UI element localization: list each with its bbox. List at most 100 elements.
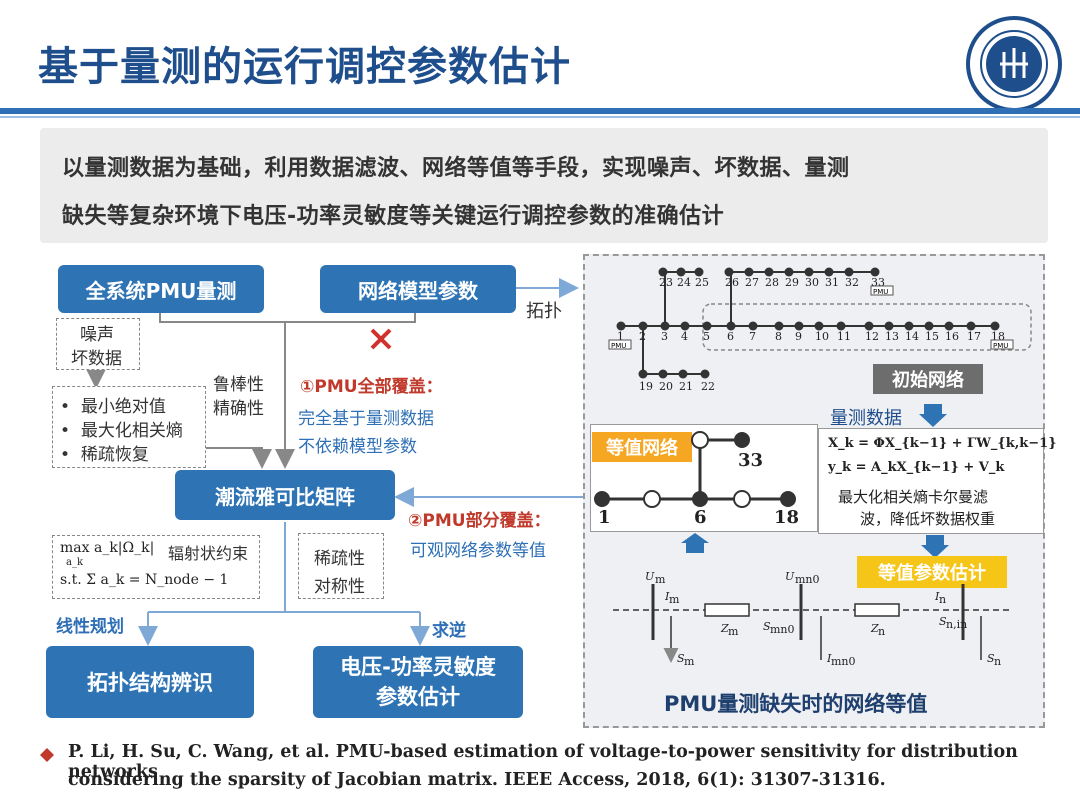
bus-node-7-label: 7 — [749, 330, 756, 343]
sensitivity-line-2: 参数估计 — [376, 685, 460, 709]
bus-node-22-label: 22 — [701, 380, 715, 393]
network-equivalence-caption: PMU量测缺失时的网络等值 — [664, 692, 928, 716]
sensitivity-line-1: 电压-功率灵敏度 — [340, 655, 496, 679]
title-divider — [0, 108, 1080, 114]
pmu-tag-label: PMU — [611, 342, 626, 350]
svg-text:S: S — [677, 652, 685, 665]
svg-text:n: n — [994, 655, 1001, 668]
method-item: • 最大化相关熵 — [60, 421, 183, 441]
bus-node-24-label: 24 — [677, 276, 691, 289]
eq-node-18 — [780, 491, 796, 507]
bus-node-17 — [966, 321, 976, 331]
eq-node-6 — [692, 491, 708, 507]
eq-node-open — [643, 490, 661, 508]
bus-node-12-label: 12 — [865, 330, 879, 343]
eq-label-1: 1 — [598, 507, 611, 528]
eq-node-1 — [594, 491, 610, 507]
bus-node-6 — [726, 321, 736, 331]
bus-node-27-label: 27 — [745, 276, 759, 289]
bus-node-27 — [744, 267, 754, 277]
full-coverage-title: ①PMU全部覆盖： — [300, 377, 443, 397]
svg-text:m: m — [728, 625, 739, 638]
bus-node-18 — [990, 321, 1000, 331]
eq-label-33: 33 — [738, 450, 764, 471]
diamond-bullet-icon — [40, 748, 54, 762]
bus-node-15 — [924, 321, 934, 331]
bus-node-29-label: 29 — [785, 276, 799, 289]
bus-node-8 — [774, 321, 784, 331]
bus-node-3-label: 3 — [661, 330, 668, 343]
svg-text:Z: Z — [720, 622, 729, 635]
bus-node-29 — [784, 267, 794, 277]
bus-node-28-label: 28 — [765, 276, 779, 289]
pmu-measurement-box: 全系统PMU量测 — [58, 265, 264, 313]
summary-line-2: 缺失等复杂环境下电压-功率灵敏度等关键运行调控参数的准确估计 — [62, 204, 725, 229]
eq-node-open — [733, 490, 751, 508]
symmetry-label: 对称性 — [314, 577, 365, 597]
pmu-tag — [990, 339, 1014, 350]
bus-node-23 — [658, 267, 668, 277]
title-divider-thin — [0, 116, 1080, 118]
bus-node-15-label: 15 — [925, 330, 939, 343]
svg-text:U: U — [785, 570, 795, 583]
eq-label-18: 18 — [774, 507, 800, 528]
down-arrow-icon — [919, 404, 947, 427]
bus-node-5 — [702, 321, 712, 331]
bus-node-11-label: 11 — [837, 330, 851, 343]
bus-node-1-label: 1 — [617, 330, 624, 343]
svg-text:I: I — [934, 590, 940, 603]
svg-text:I: I — [664, 590, 670, 603]
university-logo — [964, 14, 1064, 114]
svg-text:n,in: n,in — [946, 618, 967, 631]
eq-node-33 — [734, 432, 750, 448]
bus-node-26 — [724, 267, 734, 277]
partial-coverage-title: ②PMU部分覆盖： — [408, 511, 551, 531]
bus-node-20 — [658, 369, 668, 379]
bus-node-25 — [694, 267, 704, 277]
state-equation: X_k = ΦX_{k−1} + ΓW_{k,k−1} — [828, 436, 1057, 451]
bus-node-14 — [904, 321, 914, 331]
method-item: • 最小绝对值 — [60, 397, 166, 417]
initial-network-label: 初始网络 — [873, 364, 983, 394]
kalman-line-1: 最大化相关熵卡尔曼滤 — [838, 488, 989, 506]
equivalent-parameter-label: 等值参数估计 — [857, 556, 1007, 588]
eq-node-open — [691, 431, 709, 449]
bus-node-22 — [700, 369, 710, 379]
bus-node-31-label: 31 — [825, 276, 839, 289]
robustness-label: 鲁棒性 — [213, 375, 264, 395]
svg-text:mn0: mn0 — [770, 623, 795, 636]
cross-icon — [370, 328, 392, 350]
kalman-filter-box — [818, 428, 1044, 534]
topology-identification-box: 拓扑结构辨识 — [46, 646, 254, 718]
topology-label: 拓扑 — [526, 301, 562, 322]
partial-coverage-line: 可观网络参数等值 — [410, 541, 546, 561]
svg-text:S: S — [939, 615, 947, 628]
sensitivity-estimation-box: 电压-功率灵敏度 参数估计 — [313, 646, 523, 718]
kalman-line-2: 波，降低坏数据权重 — [860, 510, 996, 528]
equivalent-network-label: 等值网络 — [592, 432, 692, 462]
svg-text:n: n — [878, 625, 885, 638]
svg-text:S: S — [987, 652, 995, 665]
objective-formula: max a_k|Ω_k| — [60, 540, 155, 556]
bus-node-26-label: 26 — [725, 276, 739, 289]
bus-node-1 — [616, 321, 626, 331]
pmu-tag-label: PMU — [873, 288, 888, 296]
svg-text:Z: Z — [870, 622, 879, 635]
bus-node-32-label: 32 — [845, 276, 859, 289]
up-arrow-icon — [681, 533, 709, 553]
svg-text:m: m — [669, 593, 680, 606]
full-coverage-line-1: 完全基于量测数据 — [298, 409, 434, 429]
svg-text:S: S — [763, 620, 771, 633]
jacobian-box: 潮流雅可比矩阵 — [175, 470, 395, 520]
svg-text:m: m — [684, 655, 695, 668]
flow-connectors — [86, 278, 583, 646]
svg-text:mn0: mn0 — [795, 573, 820, 586]
bus-node-13-label: 13 — [885, 330, 899, 343]
bus-node-12 — [864, 321, 874, 331]
svg-text:U: U — [645, 570, 655, 583]
summary-panel — [40, 128, 1048, 243]
bus-node-4 — [680, 321, 690, 331]
pmu-tag — [870, 285, 894, 296]
